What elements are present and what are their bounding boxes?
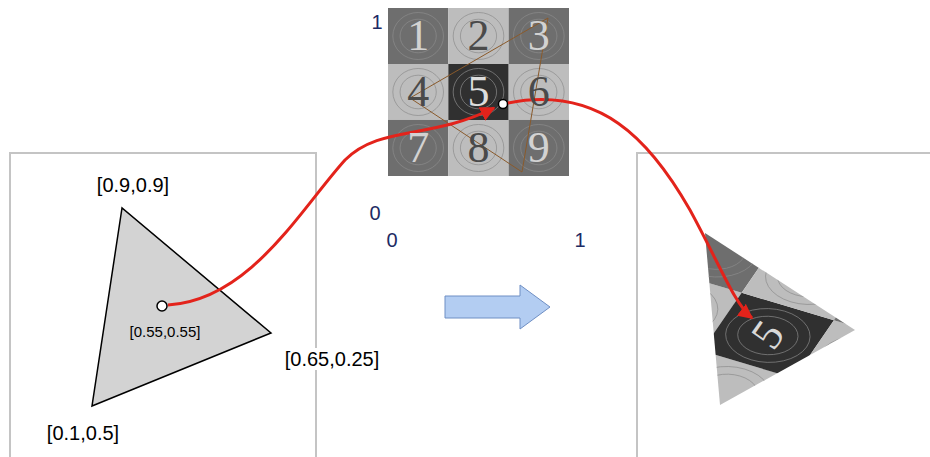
point-coordinate: [0.55,0.55] [130, 324, 201, 339]
texture-digit: 8 [468, 126, 490, 170]
texture-sample-point [499, 100, 508, 109]
source-triangle [92, 208, 271, 406]
vertex-coordinate: [0.9,0.9] [95, 174, 171, 196]
texture-digit: 6 [528, 70, 550, 114]
texture-digit: 7 [407, 126, 429, 170]
textured-triangle [570, 207, 930, 457]
texture-digit: 2 [468, 14, 490, 58]
axis-tick-label: 0 [386, 230, 397, 250]
vertex-coordinate: [0.1,0.5] [45, 422, 121, 444]
texture-digit: 3 [528, 14, 550, 58]
axis-tick-label: 1 [371, 12, 382, 32]
result-arrow [508, 100, 752, 318]
texture-digit: 4 [407, 70, 429, 114]
texture-digit: 9 [528, 126, 550, 170]
axis-tick-label: 0 [369, 203, 380, 223]
mapped-digit: 5 [744, 313, 793, 356]
texture-image [388, 8, 569, 176]
vertex-coordinate: [0.65,0.25] [283, 348, 382, 370]
process-arrow [445, 285, 550, 329]
object-panel [10, 153, 316, 457]
mapped-texture [570, 207, 930, 457]
axis-tick-label: 1 [574, 230, 585, 250]
lookup-arrow [168, 108, 494, 305]
texture-digit: 1 [407, 14, 429, 58]
texture-digit: 5 [468, 70, 490, 114]
sample-point [157, 301, 167, 311]
